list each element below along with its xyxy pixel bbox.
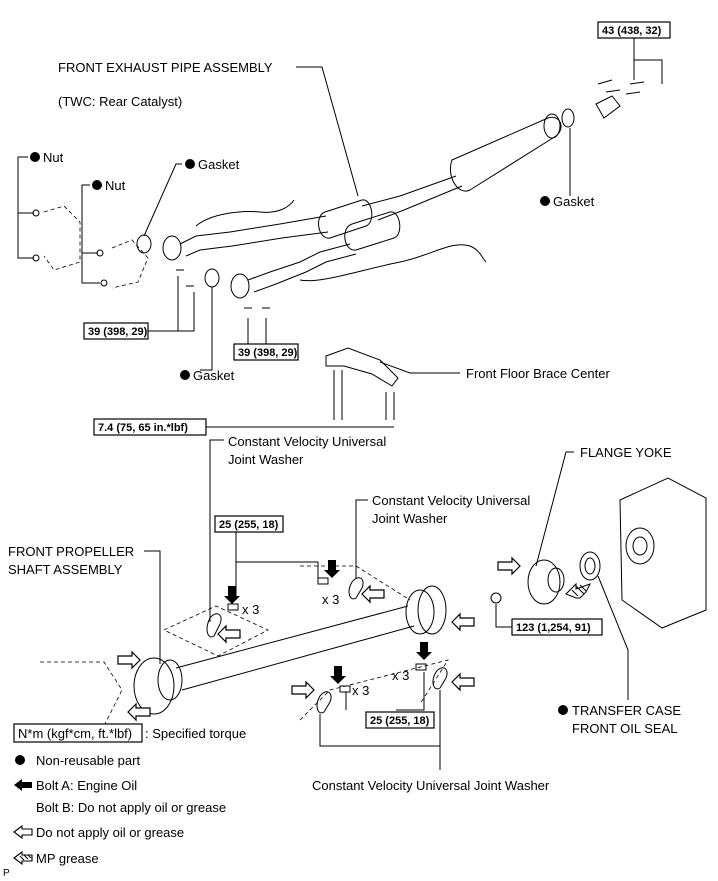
- flange-yoke-label: FLANGE YOKE: [580, 445, 672, 460]
- gasket-label-right: Gasket: [553, 194, 595, 209]
- leader-lines: [17, 38, 663, 770]
- cv-washer-label-bottom: Constant Velocity Universal Joint Washer: [312, 778, 550, 793]
- no-oil-arrows: [117, 556, 521, 722]
- torque-25-top-value: 25 (255, 18): [219, 519, 279, 531]
- legend-no-oil: Do not apply oil or grease: [36, 825, 184, 840]
- filled-circle-icon: [558, 705, 568, 715]
- black-arrow-icon: [330, 666, 346, 684]
- cv-washer-label-top-right-1: Constant Velocity Universal: [372, 493, 530, 508]
- black-arrow-icon: [224, 586, 240, 604]
- hatched-arrow-icon: [13, 850, 33, 866]
- x3-label-1: x 3: [242, 602, 259, 617]
- cv-washer-label-top-right-2: Joint Washer: [372, 511, 448, 526]
- engine-oil-arrows: [224, 560, 432, 684]
- propeller-shaft-drawing: [40, 477, 707, 727]
- torque-39-right-value: 39 (398, 29): [238, 347, 298, 359]
- legend-bolt-b: Bolt B: Do not apply oil or grease: [36, 800, 226, 815]
- gasket-label-top: Gasket: [198, 157, 240, 172]
- front-propeller-label-2: SHAFT ASSEMBLY: [8, 562, 123, 577]
- outline-arrow-icon: [117, 650, 141, 670]
- outline-arrow-icon: [497, 556, 521, 576]
- black-arrow-icon: [324, 560, 340, 578]
- torque-43-value: 43 (438, 32): [602, 25, 662, 37]
- filled-circle-icon: [92, 180, 102, 190]
- filled-circle-icon: [540, 196, 550, 206]
- legend-mp-grease: MP grease: [36, 851, 99, 866]
- black-arrow-icon: [416, 642, 432, 660]
- cv-washer-label-top-left-2: Joint Washer: [228, 452, 304, 467]
- black-arrow-icon: [14, 779, 32, 791]
- x3-label-2: x 3: [322, 592, 339, 607]
- x3-label-3: x 3: [352, 683, 369, 698]
- oil-seal-label-1: TRANSFER CASE: [572, 703, 681, 718]
- legend-torque-units: N*m (kgf*cm, ft.*lbf): [18, 726, 132, 741]
- outline-arrow-icon: [291, 680, 315, 700]
- filled-circle-icon: [15, 755, 25, 765]
- legend: N*m (kgf*cm, ft.*lbf) : Specified torque…: [3, 723, 246, 879]
- torque-123-value: 123 (1,254, 91): [516, 622, 591, 634]
- torque-25-top-box: 25 (255, 18): [214, 515, 284, 533]
- corner-mark: P: [3, 868, 10, 879]
- outline-arrow-icon: [217, 624, 241, 644]
- filled-circle-icon: [185, 159, 195, 169]
- torque-7-4-box: 7.4 (75, 65 in.*lbf): [93, 418, 207, 436]
- torque-25-bottom-box: 25 (255, 18): [365, 711, 435, 729]
- outline-arrow-icon: [361, 584, 385, 604]
- twc-rear-catalyst-label: (TWC: Rear Catalyst): [58, 94, 182, 109]
- torque-39-left-value: 39 (398, 29): [88, 326, 148, 338]
- torque-39-left-box: 39 (398, 29): [83, 322, 149, 340]
- legend-bolt-a: Bolt A: Engine Oil: [36, 778, 137, 793]
- outline-arrow-icon: [451, 612, 475, 632]
- outline-arrow-icon: [13, 824, 33, 840]
- torque-123-box: 123 (1,254, 91): [511, 618, 603, 636]
- gasket-label-bottom: Gasket: [193, 368, 235, 383]
- outline-arrow-icon: [451, 672, 475, 692]
- front-exhaust-pipe-label: FRONT EXHAUST PIPE ASSEMBLY: [58, 60, 273, 75]
- x3-label-4: x 3: [392, 668, 409, 683]
- hatched-arrow-icon: [565, 582, 592, 599]
- filled-circle-icon: [180, 370, 190, 380]
- front-floor-brace-label: Front Floor Brace Center: [466, 366, 610, 381]
- torque-39-right-box: 39 (398, 29): [233, 343, 299, 361]
- legend-non-reusable: Non-reusable part: [36, 753, 140, 768]
- torque-43-box: 43 (438, 32): [597, 21, 671, 39]
- front-floor-brace-drawing: [325, 347, 399, 420]
- oil-seal-label-2: FRONT OIL SEAL: [572, 721, 677, 736]
- legend-torque-desc: : Specified torque: [145, 726, 246, 741]
- cv-washer-label-top-left-1: Constant Velocity Universal: [228, 434, 386, 449]
- filled-circle-icon: [30, 152, 40, 162]
- nut-label-2: Nut: [105, 178, 126, 193]
- mp-grease-arrow: [565, 582, 592, 599]
- front-propeller-label-1: FRONT PROPELLER: [8, 544, 134, 559]
- outline-arrow-icon: [127, 702, 151, 722]
- front-exhaust-pipe-drawing: [32, 79, 645, 309]
- nut-label-1: Nut: [43, 150, 64, 165]
- torque-7-4-value: 7.4 (75, 65 in.*lbf): [98, 422, 188, 434]
- legend-torque-box: [13, 723, 143, 743]
- torque-25-bottom-value: 25 (255, 18): [370, 715, 430, 727]
